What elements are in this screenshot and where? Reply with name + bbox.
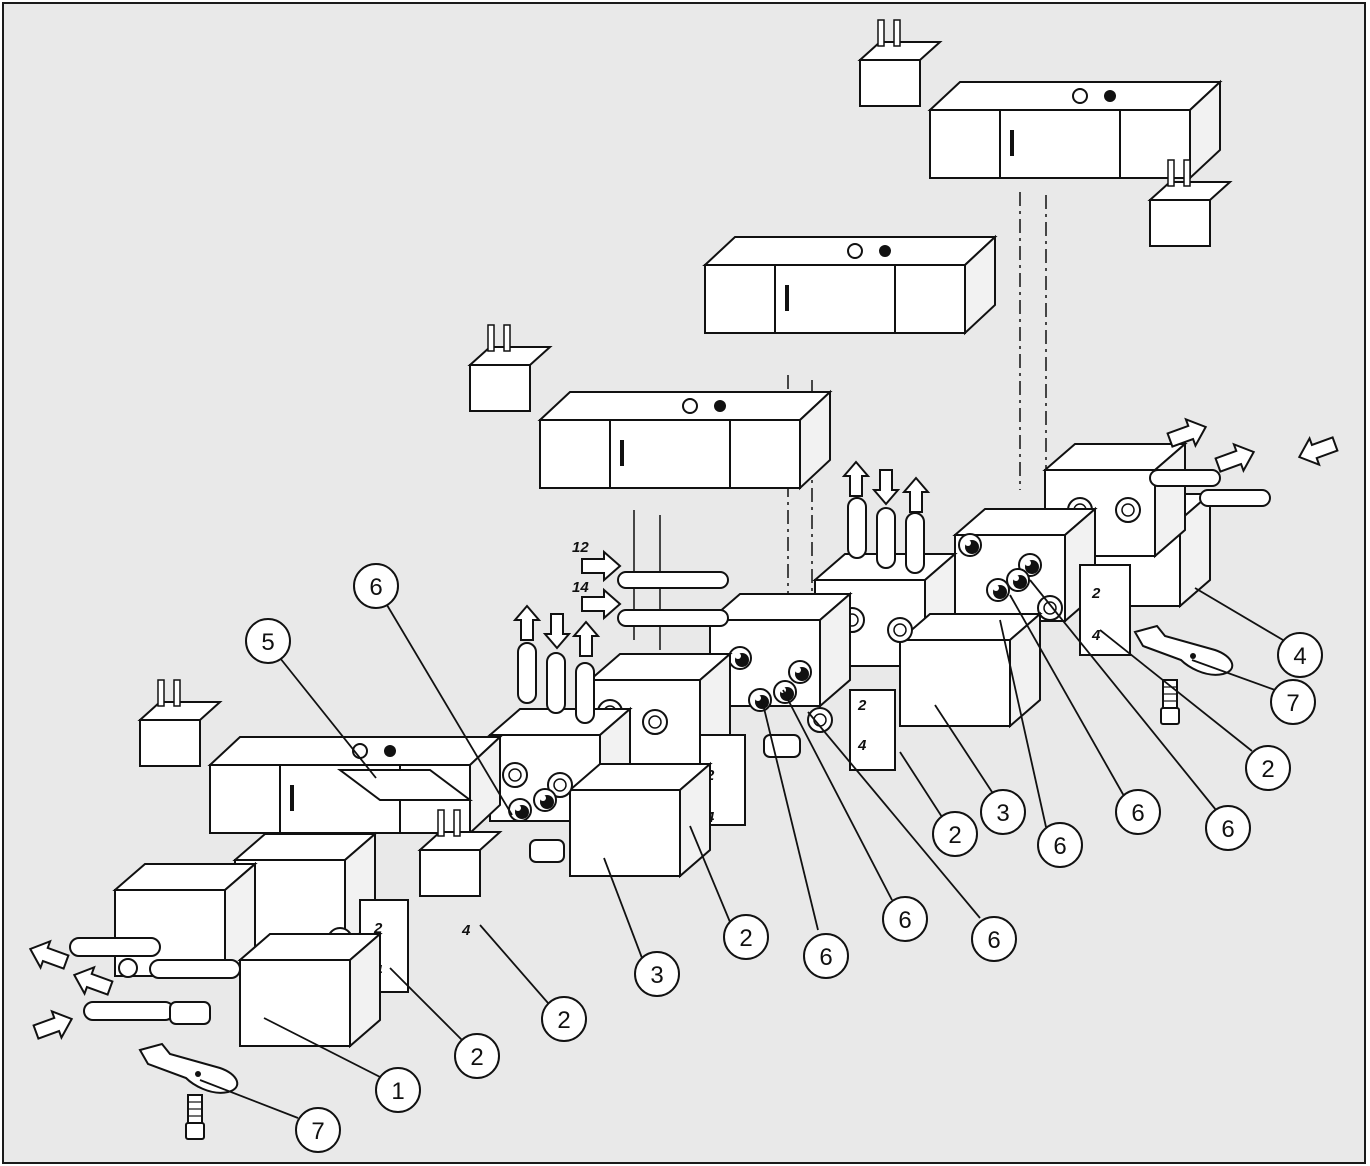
callout-6: 6 xyxy=(1205,805,1251,851)
callout-2: 2 xyxy=(454,1033,500,1079)
svg-text:7: 7 xyxy=(311,1118,324,1145)
end-plate-right xyxy=(1044,412,1341,607)
single-solenoid-valve-lower xyxy=(139,679,501,897)
svg-text:6: 6 xyxy=(1221,816,1234,843)
svg-text:7: 7 xyxy=(1286,690,1299,717)
svg-text:2: 2 xyxy=(470,1044,483,1071)
svg-text:1: 1 xyxy=(391,1078,404,1105)
svg-text:6: 6 xyxy=(819,944,832,971)
end-plate-left xyxy=(24,863,381,1047)
callout-6: 6 xyxy=(1115,789,1161,835)
svg-text:6: 6 xyxy=(1053,833,1066,860)
port-label-14: 14 xyxy=(572,579,589,596)
callout-2: 2 xyxy=(541,996,587,1042)
callout-2: 2 xyxy=(1245,745,1291,791)
callout-4: 4 xyxy=(1277,632,1323,678)
callout-6: 6 xyxy=(353,563,399,609)
port-label-12: 12 xyxy=(572,539,589,556)
callout-3: 3 xyxy=(634,951,680,997)
callout-7: 7 xyxy=(295,1107,341,1153)
port-label-2: 2 xyxy=(1091,585,1101,602)
callout-2: 2 xyxy=(723,914,769,960)
callout-5: 5 xyxy=(245,618,291,664)
callout-6: 6 xyxy=(1037,822,1083,868)
callout-6: 6 xyxy=(882,896,928,942)
svg-text:2: 2 xyxy=(739,925,752,952)
port-label-4: 4 xyxy=(1091,627,1101,644)
port-label-4: 4 xyxy=(461,922,471,939)
svg-text:6: 6 xyxy=(898,907,911,934)
port-label-2: 2 xyxy=(857,697,867,714)
mounting-clip-left xyxy=(139,1043,239,1140)
callout-3: 3 xyxy=(980,789,1026,835)
callout-7: 7 xyxy=(1270,679,1316,725)
svg-text:2: 2 xyxy=(557,1007,570,1034)
port-label-4: 4 xyxy=(857,737,867,754)
callout-2: 2 xyxy=(932,811,978,857)
svg-text:6: 6 xyxy=(987,927,1000,954)
mounting-clip-right xyxy=(1134,625,1234,725)
svg-text:6: 6 xyxy=(1131,800,1144,827)
svg-text:3: 3 xyxy=(650,962,663,989)
callout-6: 6 xyxy=(971,916,1017,962)
svg-text:4: 4 xyxy=(1293,643,1306,670)
svg-text:2: 2 xyxy=(1261,756,1274,783)
callouts: 1 2 2 3 2 6 6 6 2 3 6 6 6 2 7 4 7 5 6 xyxy=(245,563,1323,1153)
sub-base-center: 12 14 2 4 xyxy=(572,539,896,771)
svg-text:2: 2 xyxy=(948,822,961,849)
callout-6: 6 xyxy=(803,933,849,979)
port-label-2: 2 xyxy=(373,920,383,937)
svg-text:6: 6 xyxy=(369,574,382,601)
callout-1: 1 xyxy=(375,1067,421,1113)
intermediate-block-left xyxy=(489,605,711,877)
svg-text:5: 5 xyxy=(261,629,274,656)
double-solenoid-valve-top xyxy=(859,19,1231,500)
svg-text:3: 3 xyxy=(996,800,1009,827)
leader-lines xyxy=(199,579,1284,1119)
